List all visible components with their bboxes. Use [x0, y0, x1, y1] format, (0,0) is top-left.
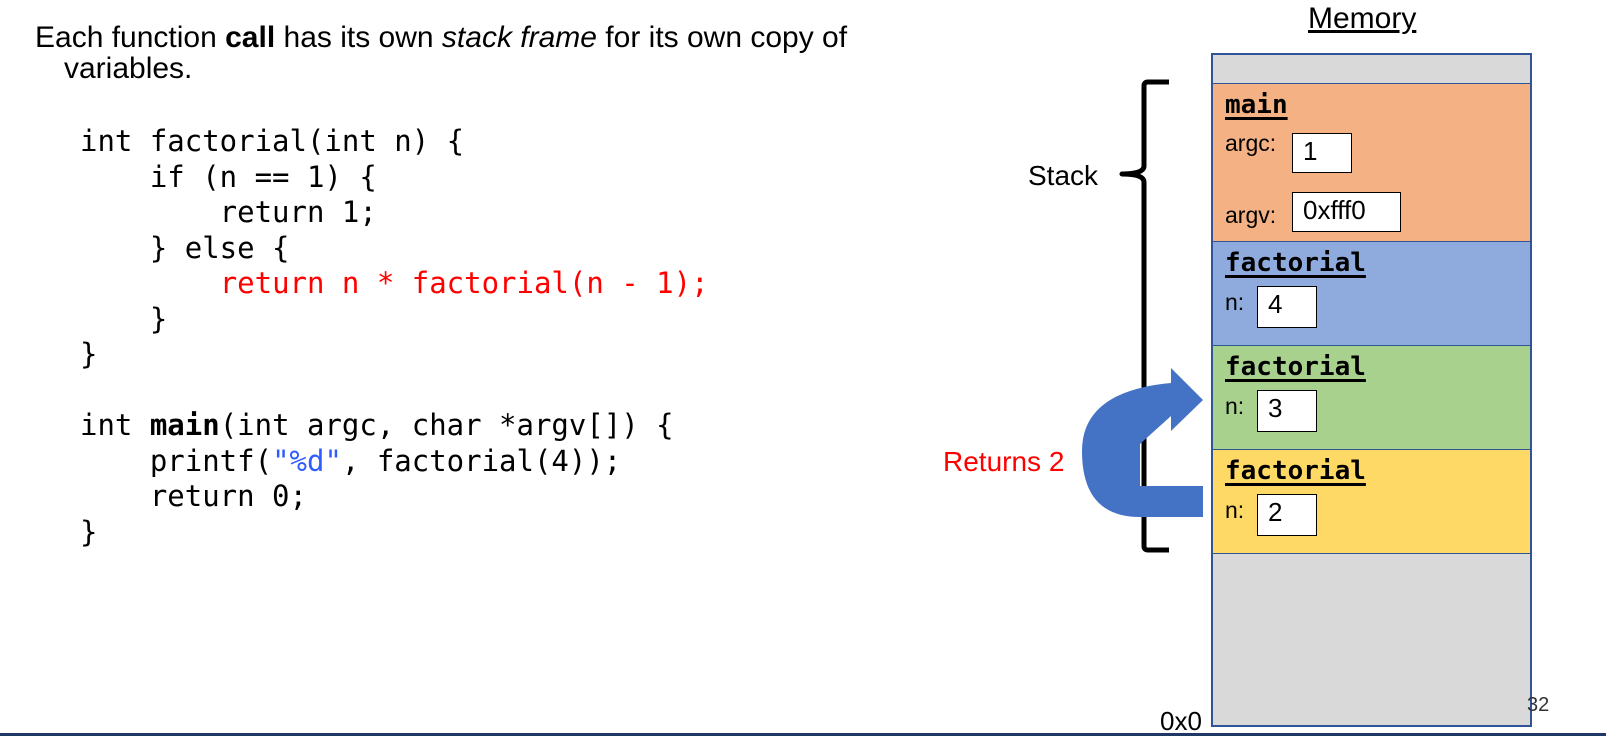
- code-line: return 0;: [80, 479, 307, 513]
- frame-name: factorial: [1225, 456, 1366, 486]
- frame-name: main: [1225, 90, 1288, 120]
- address-zero-label: 0x0: [1160, 706, 1202, 736]
- n-label: n:: [1225, 289, 1245, 315]
- code-line: if (n == 1) {: [80, 159, 377, 194]
- stack-label: Stack: [1028, 160, 1099, 191]
- stack-frame-factorial-2: factorial n: 2: [1213, 449, 1530, 554]
- bottom-rule: [0, 733, 1606, 736]
- page-number: 32: [1527, 694, 1550, 716]
- n-label: n:: [1225, 497, 1245, 523]
- stack-frame-main: main argc: 1 argv: 0xfff0: [1213, 83, 1530, 241]
- memory-column: main argc: 1 argv: 0xfff0 factorial n: 4…: [1211, 53, 1532, 727]
- returns-label: Returns 2: [943, 446, 1065, 477]
- intro-text: Each function call has its own stack fra…: [35, 22, 847, 84]
- return-arrow-icon: [1082, 368, 1203, 517]
- code-line: } else {: [80, 230, 290, 265]
- memory-title: Memory: [1308, 2, 1417, 35]
- n-value-box: 4: [1257, 286, 1317, 328]
- argv-label: argv:: [1225, 202, 1277, 228]
- intro-line-2: variables.: [64, 52, 193, 85]
- n-value-box: 2: [1257, 494, 1317, 536]
- frame-name: factorial: [1225, 248, 1366, 278]
- main-keyword: main: [149, 408, 220, 442]
- stack-brace: [1119, 79, 1169, 553]
- argc-value-box: 1: [1292, 133, 1352, 173]
- stack-frame-factorial-4: factorial n: 4: [1213, 241, 1530, 345]
- code-line: }: [80, 514, 98, 549]
- n-label: n:: [1225, 393, 1245, 419]
- code-line: }: [80, 337, 98, 371]
- code-block: int factorial(int n) { if (n == 1) { ret…: [80, 124, 709, 549]
- code-line: }: [80, 301, 168, 336]
- format-string: "%d": [272, 443, 342, 478]
- code-line: return 1;: [80, 195, 377, 229]
- code-line: int factorial(int n) {: [80, 124, 465, 158]
- stack-frame-factorial-3: factorial n: 3: [1213, 345, 1530, 449]
- argc-label: argc:: [1225, 130, 1277, 156]
- recursive-call-line: return n * factorial(n - 1);: [219, 266, 709, 300]
- frame-name: factorial: [1225, 352, 1366, 382]
- intro-line-1: Each function call has its own stack fra…: [35, 21, 848, 54]
- n-value-box: 3: [1257, 390, 1317, 432]
- argv-value-box: 0xfff0: [1292, 192, 1401, 232]
